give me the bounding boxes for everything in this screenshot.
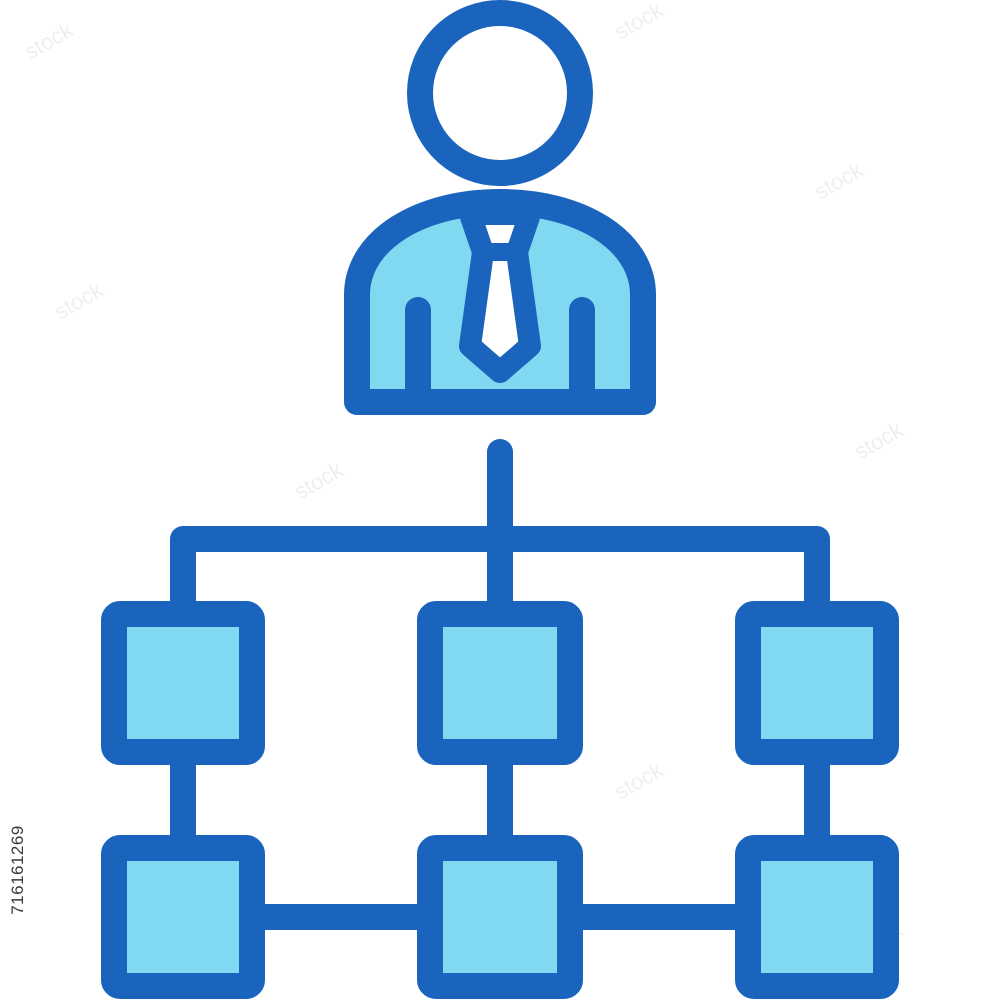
svg-text:stock: stock xyxy=(610,0,668,44)
node-box-top-right xyxy=(735,601,899,765)
svg-text:stock: stock xyxy=(20,17,78,65)
node-box-bottom-left xyxy=(101,835,265,999)
node-box-top-left xyxy=(101,601,265,765)
svg-text:stock: stock xyxy=(50,277,108,325)
node-box-bottom-right xyxy=(735,835,899,999)
svg-text:stock: stock xyxy=(810,157,868,205)
svg-text:stock: stock xyxy=(610,757,668,805)
svg-text:stock: stock xyxy=(850,417,908,465)
person-head xyxy=(407,0,593,186)
svg-text:stock: stock xyxy=(290,457,348,505)
watermark-id-text: 716161269 xyxy=(8,825,27,915)
node-box-top-middle xyxy=(417,601,583,765)
connector-horizontal-bar xyxy=(170,526,830,628)
node-box-bottom-middle xyxy=(417,835,583,999)
tie-icon xyxy=(459,203,541,383)
